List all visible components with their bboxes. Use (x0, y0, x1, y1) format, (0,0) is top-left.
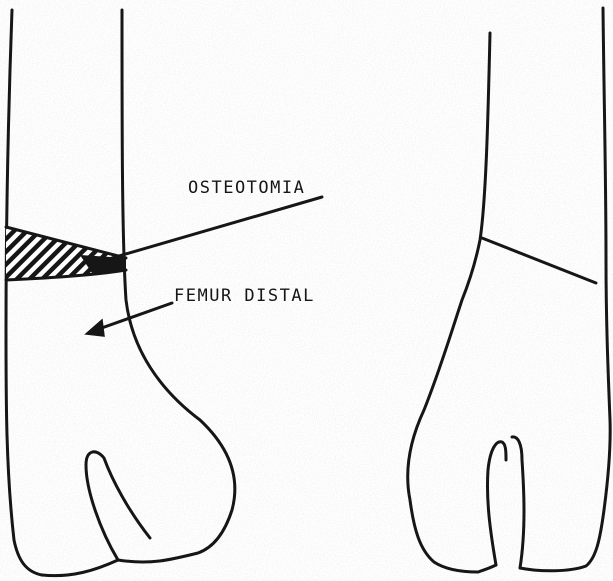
distal-femur-label: FEMUR DISTAL (174, 286, 315, 306)
osteotomy-label: OSTEOTOMIA (188, 178, 305, 198)
